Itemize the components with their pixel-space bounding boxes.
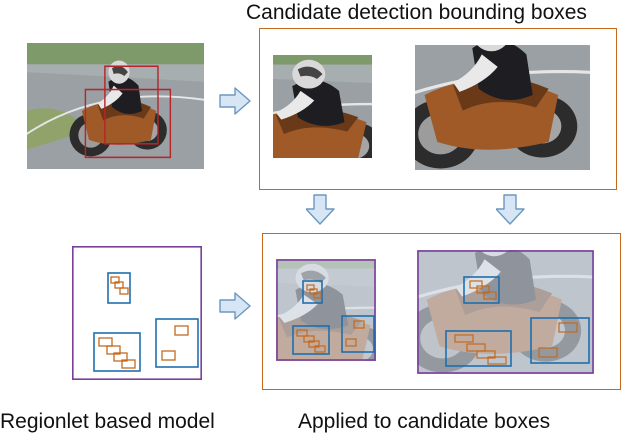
candidate-crop-rider: [273, 55, 372, 158]
candidate-boxes-panel: [259, 28, 617, 190]
regionlet-model-diagram: [72, 246, 202, 380]
arrow-down-icon: [496, 194, 525, 225]
applied-crop-bike: [417, 250, 594, 374]
candidate-boxes-title: Candidate detection bounding boxes: [246, 1, 587, 24]
regionlet-model-label: Regionlet based model: [0, 410, 215, 433]
detection-box-bike: [84, 88, 172, 159]
source-photo: [27, 43, 204, 169]
detection-box-rider: [104, 65, 159, 145]
applied-boxes-panel: [262, 233, 621, 390]
applied-crop-rider: [276, 259, 376, 361]
arrow-right-icon: [219, 87, 251, 115]
candidate-crop-bike: [415, 45, 590, 170]
applied-label: Applied to candidate boxes: [298, 410, 551, 433]
arrow-right-icon: [219, 292, 251, 320]
arrow-down-icon: [306, 194, 335, 225]
